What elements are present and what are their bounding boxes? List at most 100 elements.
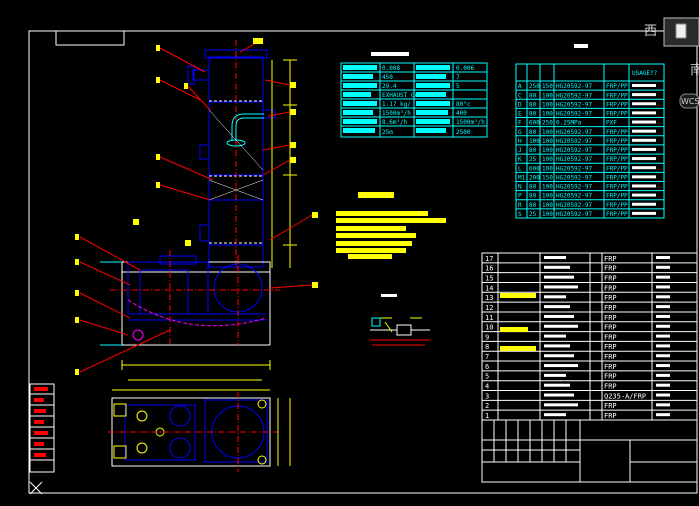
nozzle-cell: HG20592-97 — [556, 211, 593, 218]
viewcube[interactable]: 西 南 WCS — [644, 17, 699, 109]
tank-elevation — [100, 250, 280, 381]
part-remark-mark — [656, 256, 670, 259]
nozzle-cell: P — [518, 193, 522, 200]
nozzle-cell: 80 — [529, 147, 537, 154]
nozzle-cell: HG20592-97 — [556, 202, 593, 209]
part-name-mark — [544, 324, 578, 328]
nozzle-cell: 150 — [542, 83, 553, 90]
nozzle-cell: 100 — [542, 111, 553, 118]
part-material: FRP — [604, 333, 617, 341]
part-material: FRP — [604, 412, 617, 420]
nozzle-usage-mark — [632, 111, 656, 115]
part-remark-mark — [656, 324, 670, 328]
column-elevation — [187, 40, 297, 270]
part-remark-mark — [656, 314, 670, 318]
part-number: 13 — [485, 294, 493, 302]
nozzle-cell: 100 — [542, 184, 553, 191]
spec-cell: 400 — [456, 110, 467, 117]
part-material: FRP — [604, 314, 617, 322]
part-remark-mark — [656, 285, 670, 289]
spec-cell: 0.006 — [456, 65, 474, 72]
part-number: 1 — [485, 412, 489, 420]
nozzle-usage-mark — [632, 84, 656, 87]
nozzle-cell: 100 — [542, 101, 553, 108]
nozzle-cell: 100 — [542, 129, 553, 136]
spec-cell: 80°c — [456, 101, 471, 108]
part-number: 10 — [485, 324, 493, 332]
nozzle-cell: 100 — [542, 92, 553, 99]
nozzle-cell: 200 — [529, 174, 540, 181]
part-material: FRP — [604, 284, 617, 292]
part-number: 11 — [485, 314, 493, 322]
nozzle-usage-mark — [632, 157, 656, 161]
part-material: FRP — [604, 373, 617, 381]
part-number: 3 — [485, 392, 489, 400]
nozzle-cell: FRP/PP — [606, 156, 628, 163]
nozzle-cell: 100 — [542, 165, 553, 172]
spec-cell: 450 — [382, 74, 393, 81]
nozzle-usage-mark — [632, 129, 656, 133]
nozzle-cell: S — [518, 211, 522, 218]
usage-header: USAGE?? — [632, 70, 658, 77]
wcs-button[interactable] — [679, 93, 699, 109]
title-block — [481, 419, 698, 483]
part-remark-mark — [656, 383, 670, 387]
spec-cell: 0.008 — [382, 65, 400, 72]
nozzle-cell: 250 — [529, 83, 540, 90]
nozzle-cell: HG20592-97 — [556, 174, 593, 181]
part-name-mark — [544, 354, 574, 358]
nozzle-cell: FRP/PP — [606, 147, 628, 154]
nozzle-cell: HG20592-97 — [556, 111, 593, 118]
nozzle-cell: FRP/PP — [606, 83, 628, 90]
part-material: FRP — [604, 304, 617, 312]
nozzle-usage-mark — [632, 202, 656, 206]
viewcube-south-label[interactable]: 南 — [690, 62, 699, 78]
nozzle-cell: 80 — [529, 193, 537, 200]
nozzle-cell: HG20592-97 — [556, 184, 593, 191]
viewcube-face-icon[interactable] — [675, 23, 687, 39]
part-number: 5 — [485, 373, 489, 381]
nozzle-cell: 250 — [542, 120, 553, 127]
part-number: 17 — [485, 255, 493, 263]
viewcube-west-label[interactable]: 西 — [644, 24, 657, 39]
part-material: FRP — [604, 255, 617, 263]
technical-notes — [336, 192, 446, 259]
part-material: FRP — [604, 274, 617, 282]
part-name-mark — [544, 383, 570, 387]
nozzle-cell: 100 — [529, 138, 540, 145]
spec-cell: 2500 — [456, 129, 471, 136]
part-number: 2 — [485, 402, 489, 410]
part-name-mark — [544, 256, 566, 259]
nozzle-cell: C — [518, 92, 522, 99]
nozzle-cell: E — [518, 111, 522, 118]
nozzle-usage-mark — [632, 166, 656, 170]
part-name-mark — [544, 285, 578, 289]
nozzle-cell: 100 — [542, 202, 553, 209]
nozzle-cell: 80 — [529, 101, 537, 108]
part-number: 14 — [485, 284, 493, 292]
part-material: FRP — [604, 363, 617, 371]
part-remark-mark — [656, 354, 670, 358]
nozzle-usage-mark — [632, 102, 656, 106]
nozzle-cell: 600 — [529, 120, 540, 127]
spec-cell: 1500m³/h — [382, 110, 411, 117]
spec-cell: 1500m³/h — [456, 119, 485, 126]
nozzle-cell: FRP/PP — [606, 202, 628, 209]
part-number: 15 — [485, 274, 493, 282]
nozzle-cell: FRP/PP — [606, 111, 628, 118]
part-name-mark — [544, 295, 566, 299]
nozzle-cell: HG20592-97 — [556, 138, 593, 145]
part-material: FRP — [604, 383, 617, 391]
part-name-mark — [544, 413, 566, 417]
wcs-label[interactable]: WCS — [681, 97, 699, 106]
nozzle-cell: FRP/PP — [606, 211, 628, 218]
nozzle-cell: HG20592-97 — [556, 101, 593, 108]
nozzle-cell: PXF — [606, 120, 617, 127]
nozzle-cell: 600 — [529, 165, 540, 172]
detail-view — [370, 294, 430, 346]
nozzle-cell: L — [518, 165, 522, 172]
part-name-mark — [544, 305, 570, 309]
